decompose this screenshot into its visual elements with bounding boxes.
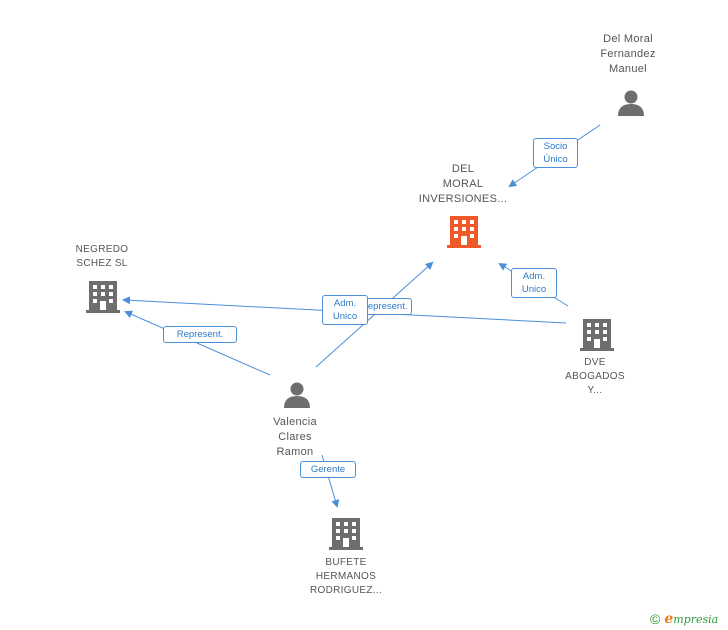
node-label-valencia-clares: Valencia Clares Ramon (273, 416, 317, 458)
edge-label-adm-unico-dve[interactable]: Adm. Unico (511, 268, 557, 298)
brand-logo: © e mpresia (650, 610, 718, 628)
node-label-dve-abogados: DVE ABOGADOS Y... (565, 357, 625, 396)
node-label-del-moral-inversiones: DEL MORAL INVERSIONES... (418, 163, 508, 205)
edge-label-represent-dve[interactable]: Represent. (356, 298, 412, 315)
edge-adm-unico-valencia (315, 261, 434, 368)
building-icon-negredo[interactable] (86, 279, 120, 313)
building-icon-dve[interactable] (580, 317, 614, 351)
brand-name: mpresia (673, 612, 719, 626)
person-icon[interactable] (616, 88, 646, 118)
brand-initial: e (664, 611, 674, 627)
edge-label-adm-unico-valencia[interactable]: Adm. Unico (322, 295, 368, 325)
building-icon-bufete[interactable] (329, 516, 363, 550)
edge-label-gerente[interactable]: Gerente (300, 461, 356, 478)
edge-represent-valencia (124, 310, 271, 376)
person-icon[interactable] (282, 380, 312, 410)
node-label-negredo-schez: NEGREDO SCHEZ SL (75, 244, 129, 269)
node-label-del-moral-fernandez: Del Moral Fernandez Manuel (600, 33, 656, 75)
copyright-icon: © (650, 611, 661, 627)
building-icon-main[interactable] (447, 214, 481, 248)
edge-label-socio-unico[interactable]: Socio Único (533, 138, 578, 168)
node-label-bufete-hermanos: BUFETE HERMANOS RODRIGUEZ... (310, 557, 382, 596)
edge-label-represent-valencia[interactable]: Represent. (163, 326, 237, 343)
